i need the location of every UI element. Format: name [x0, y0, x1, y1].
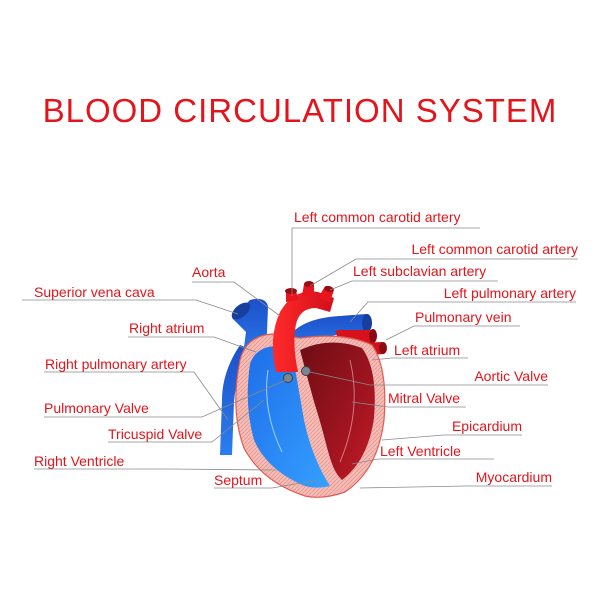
label-aorta: Aorta — [192, 264, 226, 280]
label-aortic-valve: Aortic Valve — [474, 368, 548, 384]
line-left-atrium — [371, 357, 468, 361]
label-left-common-carotid-top: Left common carotid artery — [294, 209, 461, 225]
pulmonary-trunk-opening — [362, 314, 372, 332]
label-left-pulmonary-artery: Left pulmonary artery — [444, 285, 576, 301]
label-left-ventricle: Left Ventricle — [380, 443, 461, 459]
line-septum — [214, 479, 319, 489]
label-left-common-carotid-2: Left common carotid artery — [411, 241, 578, 257]
line-left-ventricle — [351, 458, 494, 465]
flow-arrow-right — [266, 369, 283, 453]
line-left-common-carotid-top — [291, 227, 480, 296]
septum-wall — [292, 350, 342, 488]
label-left-atrium: Left atrium — [394, 342, 460, 358]
line-mitral-valve — [351, 401, 466, 408]
label-superior-vena-cava: Superior vena cava — [34, 284, 155, 300]
labels: Left common carotid artery Left common c… — [34, 209, 578, 488]
line-right-atrium — [128, 336, 257, 353]
label-right-atrium: Right atrium — [129, 320, 204, 336]
line-aortic-valve — [309, 371, 548, 386]
label-right-pulmonary-artery: Right pulmonary artery — [45, 356, 187, 372]
heart-illustration — [220, 281, 387, 498]
flow-arrow-left — [339, 359, 355, 463]
pulmonary-valve-disc — [283, 373, 293, 383]
line-pulmonary-valve — [44, 379, 287, 418]
label-epicardium: Epicardium — [452, 418, 522, 434]
line-pulmonary-vein — [385, 325, 520, 341]
pulmonary-vein-upper-opening — [369, 329, 377, 343]
line-aorta — [192, 281, 281, 317]
line-superior-vena-cava — [22, 299, 239, 315]
line-right-pulmonary-artery — [44, 371, 229, 421]
label-pulmonary-vein: Pulmonary vein — [415, 309, 512, 325]
aorta-vessel — [272, 281, 334, 372]
label-myocardium: Myocardium — [476, 469, 552, 485]
aortic-valve-disc — [301, 366, 311, 376]
label-right-ventricle: Right Ventricle — [34, 453, 124, 469]
line-left-common-carotid-2 — [309, 258, 578, 287]
label-pulmonary-valve: Pulmonary Valve — [44, 400, 149, 416]
line-left-subclavian — [329, 280, 498, 291]
label-septum: Septum — [214, 472, 262, 488]
right-pulmonary-artery-vessel — [220, 345, 252, 455]
line-myocardium — [359, 485, 552, 489]
line-left-pulmonary-artery — [349, 301, 576, 323]
line-right-ventricle — [34, 468, 277, 471]
leader-lines — [22, 227, 578, 489]
page-title: BLOOD CIRCULATION SYSTEM — [42, 92, 558, 129]
line-epicardium — [381, 434, 522, 441]
label-left-subclavian: Left subclavian artery — [353, 263, 486, 279]
label-tricuspid-valve: Tricuspid Valve — [108, 426, 202, 442]
label-mitral-valve: Mitral Valve — [388, 390, 460, 406]
right-heart-chambers — [247, 346, 330, 488]
pulmonary-vein-lower-opening — [379, 342, 387, 354]
left-heart-chambers — [300, 342, 375, 480]
line-tricuspid-valve — [108, 399, 265, 443]
